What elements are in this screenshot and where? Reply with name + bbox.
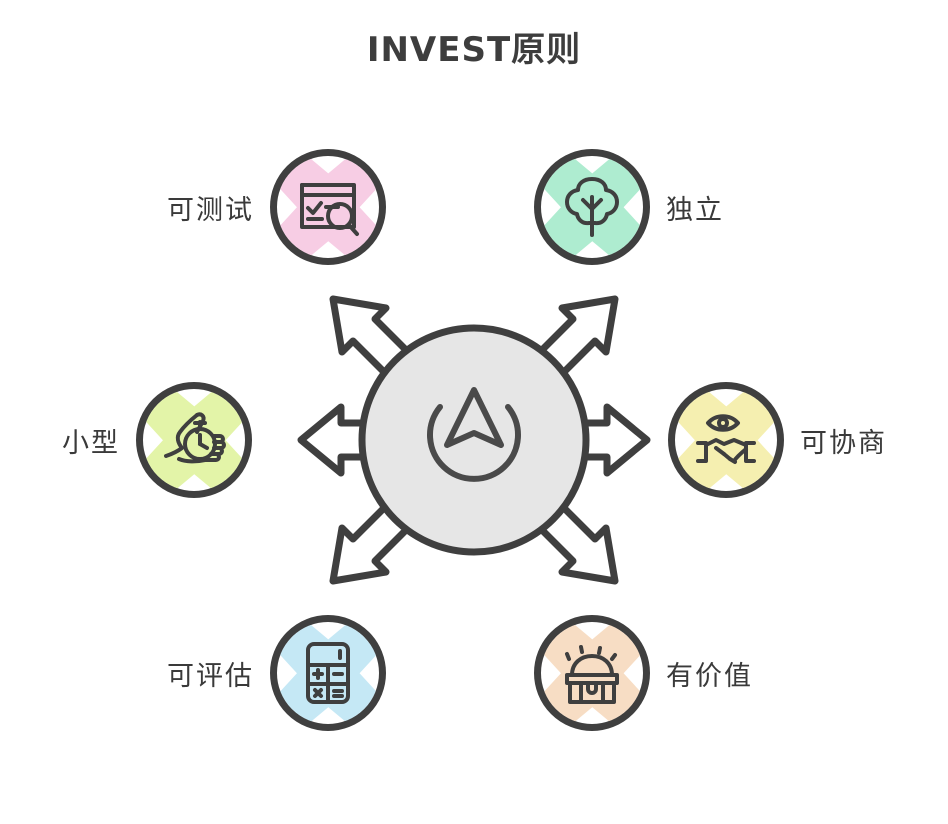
- eye-handshake-icon: [696, 414, 756, 464]
- node-negotiable-label: 可协商: [800, 428, 887, 459]
- hub-disc: [358, 324, 590, 556]
- node-testable-label: 可测试: [167, 195, 254, 226]
- blob-shape: [675, 389, 777, 491]
- calculator-icon: [306, 642, 350, 704]
- page-title: INVEST原则: [366, 30, 582, 70]
- node-independent-bubble[interactable]: [534, 149, 650, 265]
- node-estimable-label: 可评估: [167, 661, 254, 692]
- node-valuable-bubble[interactable]: [534, 615, 650, 731]
- tree-icon: [565, 177, 619, 237]
- node-small-bubble[interactable]: [136, 382, 252, 498]
- node-small-label: 小型: [62, 428, 120, 459]
- hand-stopwatch-icon: [164, 412, 226, 464]
- node-independent-label: 独立: [666, 195, 724, 226]
- node-negotiable-bubble[interactable]: [668, 382, 784, 498]
- treasure-chest-icon: [565, 645, 619, 704]
- node-valuable-label: 有价值: [666, 661, 753, 692]
- node-testable-bubble[interactable]: [270, 149, 386, 265]
- center-hub-graphic: [297, 295, 651, 585]
- compass-arrow-icon: [427, 387, 521, 482]
- blob-shape: [143, 389, 245, 491]
- document-check-magnifier-icon: [300, 183, 359, 236]
- node-estimable-bubble[interactable]: [270, 615, 386, 731]
